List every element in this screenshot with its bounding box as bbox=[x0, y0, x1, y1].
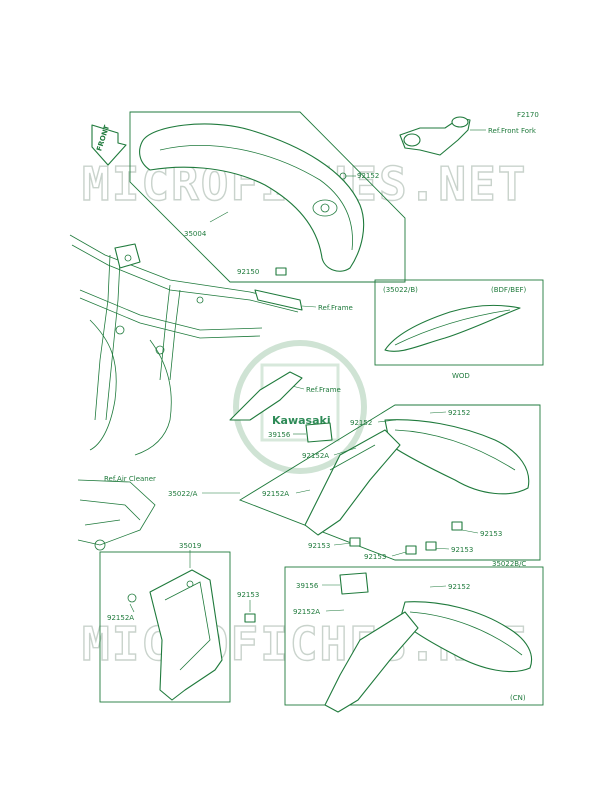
part-number-92150: 92150 bbox=[237, 268, 259, 276]
air-cleaner bbox=[77, 479, 156, 551]
part-number-92153-a: 92153 bbox=[480, 530, 502, 538]
front-fork bbox=[399, 116, 471, 156]
part-number-92153-d: 92153 bbox=[364, 553, 386, 561]
inset-top-code: (35022/B) bbox=[383, 286, 418, 294]
rear-fender-a-box bbox=[238, 404, 541, 561]
front-arrow-icon: FRONT bbox=[91, 124, 127, 166]
part-number-92153-c: 92153 bbox=[451, 546, 473, 554]
part-number-35019: 35019 bbox=[179, 542, 201, 550]
part-number-35022-a: 35022/A bbox=[168, 490, 198, 498]
rear-fender-b bbox=[324, 601, 533, 713]
part-number-92152A-c: 92152A bbox=[107, 614, 134, 622]
bolt-icon bbox=[349, 537, 361, 547]
part-number-92152-c: 92152 bbox=[448, 583, 470, 591]
part-number-92152-a: 92152 bbox=[350, 419, 372, 427]
bolt-icon bbox=[451, 521, 463, 531]
bolt-icon bbox=[405, 545, 417, 555]
part-number-92152-fender: 92152 bbox=[357, 172, 379, 180]
part-number-92153-e: 92153 bbox=[237, 591, 259, 599]
inset-35022-b: (35022/B) (BDF/BEF) WOD bbox=[374, 279, 544, 380]
ref-front-fork: Ref.Front Fork bbox=[488, 127, 537, 135]
part-number-92153-b: 92153 bbox=[308, 542, 330, 550]
rear-fender-a bbox=[304, 419, 530, 536]
inset-top-variant: (BDF/BEF) bbox=[491, 286, 527, 294]
ref-frame-2: Ref.Frame bbox=[306, 386, 341, 394]
part-number-39156-a: 39156 bbox=[268, 431, 291, 439]
inset-top-caption: WOD bbox=[452, 372, 470, 380]
label-39156-b bbox=[339, 572, 369, 595]
rear-bracket bbox=[229, 371, 303, 421]
part-number-35004: 35004 bbox=[184, 230, 207, 238]
washer-icon bbox=[127, 593, 137, 603]
ref-air-cleaner: Ref.Air Cleaner bbox=[104, 475, 156, 483]
front-fender bbox=[139, 123, 365, 272]
inset-35022b-c bbox=[284, 566, 544, 706]
label-39156 bbox=[305, 422, 333, 443]
inset-bottom-code: 35022B/C bbox=[492, 560, 526, 568]
part-number-92152A-a: 92152A bbox=[302, 452, 329, 460]
part-number-92152A-d: 92152A bbox=[293, 608, 320, 616]
bolt-icon bbox=[275, 267, 287, 276]
part-number-92152-b: 92152 bbox=[448, 409, 470, 417]
front-fender-box bbox=[129, 111, 406, 283]
part-number-39156-b: 39156 bbox=[296, 582, 319, 590]
frame bbox=[69, 234, 303, 456]
ref-frame-1: Ref.Frame bbox=[318, 304, 353, 312]
mud-guard-box bbox=[99, 551, 231, 703]
figure-code: F2170 bbox=[517, 111, 539, 119]
bolt-icon bbox=[244, 613, 256, 623]
part-number-92152A-b: 92152A bbox=[262, 490, 289, 498]
bolt-icon bbox=[425, 541, 437, 551]
inset-bottom-variant: (CN) bbox=[510, 694, 526, 702]
mud-guard bbox=[149, 569, 223, 701]
